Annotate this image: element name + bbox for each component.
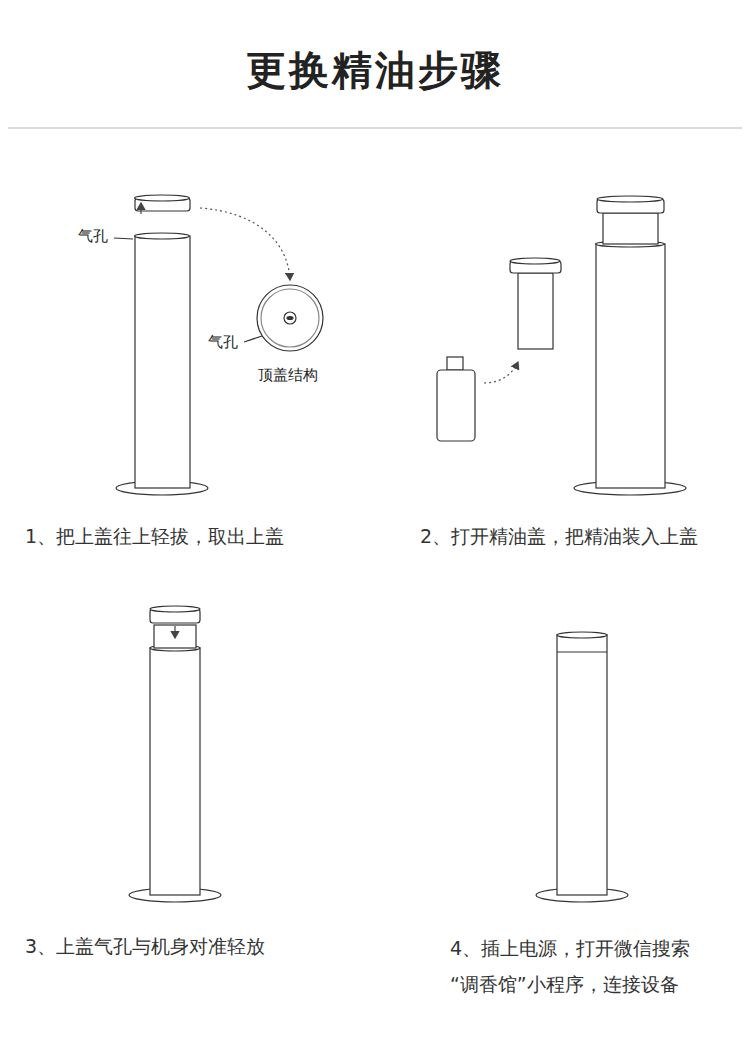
page-title: 更换精油步骤 [246, 44, 504, 96]
part-label: 气孔 [208, 333, 238, 353]
device-step3 [129, 606, 221, 902]
device-step4 [536, 632, 628, 902]
device-step1 [114, 195, 323, 495]
divider [8, 127, 742, 129]
step-caption: 3、上盖气孔与机身对准轻放 [25, 934, 265, 959]
detail-caption: 顶盖结构 [258, 366, 318, 386]
part-label: 气孔 [78, 227, 108, 247]
step-caption: 2、打开精油盖，把精油装入上盖 [420, 524, 698, 549]
device-step2 [437, 196, 686, 495]
step-caption: 4、插上电源，打开微信搜索 “调香馆”小程序，连接设备 [450, 930, 740, 1002]
step-caption: 1、把上盖往上轻拔，取出上盖 [25, 524, 284, 549]
